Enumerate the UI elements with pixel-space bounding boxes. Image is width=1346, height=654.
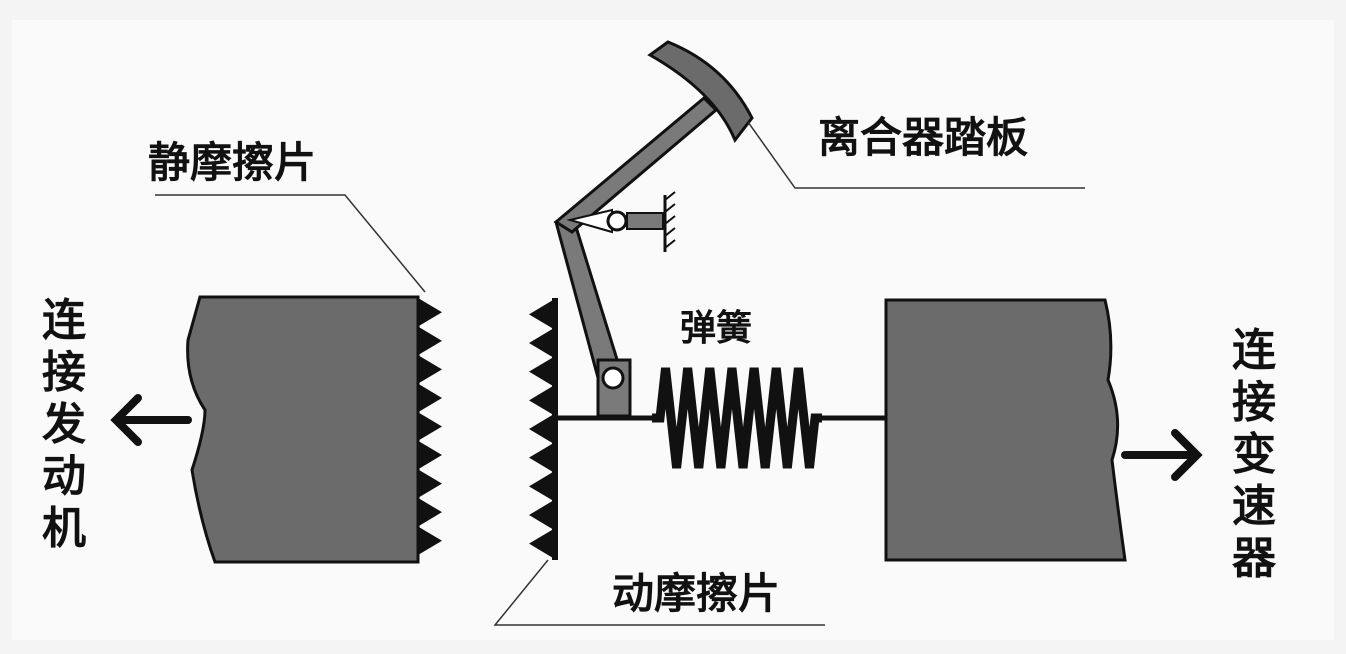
friction-tooth [418,526,442,555]
friction-tooth [529,472,553,501]
label-spring: 弹簧 [680,308,752,349]
label-to-engine-char: 机 [42,503,86,554]
label-to-gearbox-char: 变 [1232,429,1276,480]
pedal-pivot-support [566,191,676,252]
label-to-engine-char: 发 [42,399,86,450]
leader-dynamic-plate [493,559,825,626]
friction-tooth [529,386,553,415]
dynamic-friction-teeth [529,300,553,558]
gearbox-block [884,298,1127,562]
leader-pedal [747,121,1085,189]
label-to-gearbox-char: 器 [1232,533,1277,584]
label-dynamic-plate: 动摩擦片 [612,569,780,618]
friction-tooth [418,326,442,356]
clutch-pedal [647,40,754,143]
friction-tooth [418,355,442,384]
label-to-gearbox-char: 连 [1232,325,1276,376]
friction-tooth [529,529,553,558]
static-friction-teeth [418,298,442,555]
label-to-engine-char: 动 [42,451,86,502]
friction-tooth [529,500,553,530]
leader-static-plate [155,194,426,293]
slider-pin [601,366,625,390]
label-to-gearbox-char: 接 [1232,377,1276,428]
friction-tooth [418,440,442,470]
arrow-right-icon [1121,429,1203,481]
friction-tooth [418,383,442,413]
friction-tooth [418,469,442,498]
friction-tooth [529,328,553,358]
label-to-gearbox: 连 接 变 速 器 [1232,325,1277,584]
friction-tooth [529,414,553,444]
label-to-engine: 连 接 发 动 机 [42,295,86,554]
friction-tooth [418,412,442,441]
arrow-left-icon [110,394,192,446]
label-to-engine-char: 连 [42,295,86,346]
friction-tooth [529,357,553,386]
label-pedal: 离合器踏板 [818,113,1028,162]
label-to-gearbox-char: 速 [1232,481,1276,532]
friction-tooth [529,443,553,472]
friction-tooth [418,497,442,527]
label-static-plate: 静摩擦片 [148,138,316,187]
friction-tooth [418,298,442,327]
engine-flywheel-block [186,295,420,564]
spring [652,367,822,469]
label-to-engine-char: 接 [42,347,86,398]
friction-tooth [529,300,553,329]
